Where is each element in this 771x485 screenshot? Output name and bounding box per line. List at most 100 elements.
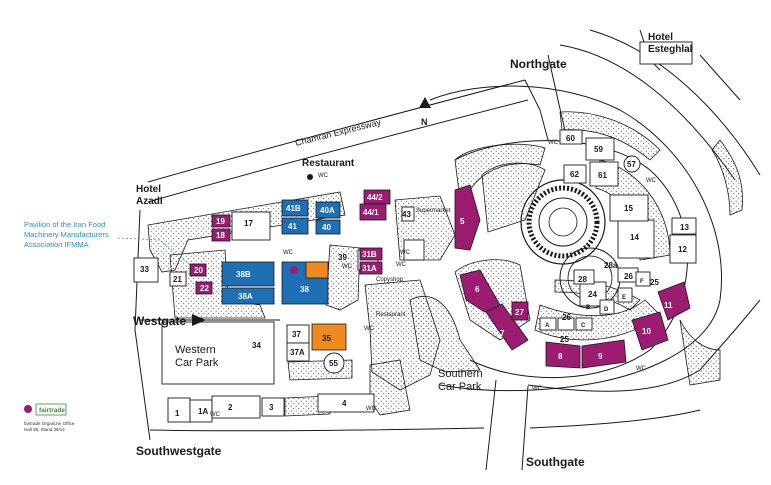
hall-43[interactable]: 43 <box>402 210 411 219</box>
hotel-azadi-line2: Azadi <box>136 196 163 207</box>
hall-38a-shape <box>221 287 275 305</box>
hall-A[interactable]: A <box>545 323 550 329</box>
hall-59-shape <box>585 137 615 161</box>
legend-logo-box <box>35 403 67 416</box>
hall-12[interactable]: 12 <box>678 245 687 254</box>
hall-D[interactable]: D <box>604 307 609 313</box>
hall-17-shape <box>231 211 271 241</box>
hall-34[interactable]: 34 <box>252 341 261 350</box>
hall-31b[interactable]: 31B <box>362 250 377 259</box>
hall-C[interactable]: C <box>581 323 586 329</box>
hall-28[interactable]: 28 <box>578 275 587 284</box>
hall-8-shape <box>545 341 581 369</box>
hall-E[interactable]: E <box>622 295 626 301</box>
hall-1a[interactable]: 1A <box>198 407 208 416</box>
green-ring-south-west <box>409 296 481 373</box>
hall-28-shape <box>573 269 595 285</box>
hall-35[interactable]: 35 <box>322 334 331 343</box>
hall-44-1[interactable]: 44/1 <box>363 208 379 217</box>
hall-59[interactable]: 59 <box>594 145 603 154</box>
hall-44-2[interactable]: 44/2 <box>367 193 383 202</box>
pavilion-leader-line <box>117 237 191 266</box>
hall-25[interactable]: 25 <box>650 278 659 287</box>
magenta-halls <box>189 184 691 369</box>
wc-4: WC <box>210 412 221 418</box>
wc-2: WC <box>342 264 353 270</box>
hall-B[interactable]: B <box>586 305 591 311</box>
gate-southwestgate[interactable]: Southwestgate <box>136 444 222 458</box>
hall-41[interactable]: 41 <box>288 222 297 231</box>
hall-38b[interactable]: 38B <box>236 270 251 279</box>
hall-9[interactable]: 9 <box>598 352 603 361</box>
hall-57[interactable]: 57 <box>627 160 636 169</box>
hall-4[interactable]: 4 <box>342 399 347 408</box>
gate-westgate[interactable]: Westgate <box>133 314 186 328</box>
hall-60[interactable]: 60 <box>566 134 575 143</box>
hall-24[interactable]: 24 <box>588 290 597 299</box>
hall-38a[interactable]: 38A <box>238 292 253 301</box>
hall-61[interactable]: 61 <box>598 171 607 180</box>
hall-14[interactable]: 14 <box>630 233 639 242</box>
hall-10[interactable]: 10 <box>642 327 651 336</box>
hall-copyshop <box>403 239 425 261</box>
hall-15-shape <box>609 194 649 222</box>
rotunda-inner <box>538 197 588 247</box>
hall-38-orange-corner <box>305 261 329 279</box>
hall-41b[interactable]: 41B <box>286 204 301 213</box>
hall-20[interactable]: 20 <box>194 266 203 275</box>
rotunda-mid <box>526 185 600 259</box>
hall-7[interactable]: 7 <box>500 329 505 338</box>
hall-31a[interactable]: 31A <box>362 264 377 273</box>
hall-31b-shape <box>359 247 383 261</box>
hall-3[interactable]: 3 <box>269 403 274 412</box>
hall-8[interactable]: 8 <box>558 352 563 361</box>
hall-11[interactable]: 11 <box>664 301 673 310</box>
hall-1[interactable]: 1 <box>175 409 180 418</box>
outer-ring-road <box>429 85 722 392</box>
southern-car-park-line2: Car Park <box>438 381 482 393</box>
hall-39[interactable]: 39 <box>338 253 347 262</box>
green-hotel-esteghlal <box>711 139 743 216</box>
hotel-esteghlal-line1: Hotel <box>648 32 673 43</box>
hall-9-shape <box>581 339 627 369</box>
hall-2[interactable]: 2 <box>228 403 233 412</box>
hall-62[interactable]: 62 <box>570 170 579 179</box>
hall-13-shape <box>671 217 697 235</box>
hall-15[interactable]: 15 <box>624 204 633 213</box>
hotel-azadi-line1: Hotel <box>136 184 161 195</box>
hall-17[interactable]: 17 <box>244 219 253 228</box>
hall-25b[interactable]: 25 <box>560 335 569 344</box>
hall-10-shape <box>631 311 669 351</box>
fairtrade-office-marker[interactable] <box>290 266 298 274</box>
hall-5[interactable]: 5 <box>460 217 465 226</box>
restaurant-marker[interactable] <box>307 174 313 180</box>
wc-7: WC <box>636 366 647 372</box>
hall-6[interactable]: 6 <box>475 285 480 294</box>
hall-18[interactable]: 18 <box>216 231 225 240</box>
hall-40a[interactable]: 40A <box>320 206 335 215</box>
north-label: N <box>421 117 428 127</box>
gate-southgate[interactable]: Southgate <box>526 455 585 469</box>
legend-logo-text: fairtrade <box>39 407 65 414</box>
hall-43-shape <box>401 206 415 222</box>
hall-40[interactable]: 40 <box>322 223 331 232</box>
hall-B-shape <box>557 317 575 331</box>
hall-33-shape <box>133 257 159 283</box>
blue-halls <box>221 199 341 305</box>
hall-38[interactable]: 38 <box>300 285 309 294</box>
hall-37a[interactable]: 37A <box>290 348 305 357</box>
gate-northgate[interactable]: Northgate <box>510 57 567 71</box>
hall-41-shape <box>281 217 309 235</box>
hall-37[interactable]: 37 <box>292 330 301 339</box>
hall-28a[interactable]: 28a <box>604 261 618 270</box>
hall-21[interactable]: 21 <box>173 275 182 284</box>
hall-19[interactable]: 19 <box>216 217 225 226</box>
hall-26b[interactable]: 26 <box>562 313 571 322</box>
hall-22[interactable]: 22 <box>200 284 209 293</box>
hall-27[interactable]: 27 <box>515 308 524 317</box>
hall-33[interactable]: 33 <box>140 265 149 274</box>
hall-F[interactable]: F <box>640 279 644 285</box>
hall-26[interactable]: 26 <box>624 272 633 281</box>
hall-55[interactable]: 55 <box>329 359 338 368</box>
hall-13[interactable]: 13 <box>680 223 689 232</box>
